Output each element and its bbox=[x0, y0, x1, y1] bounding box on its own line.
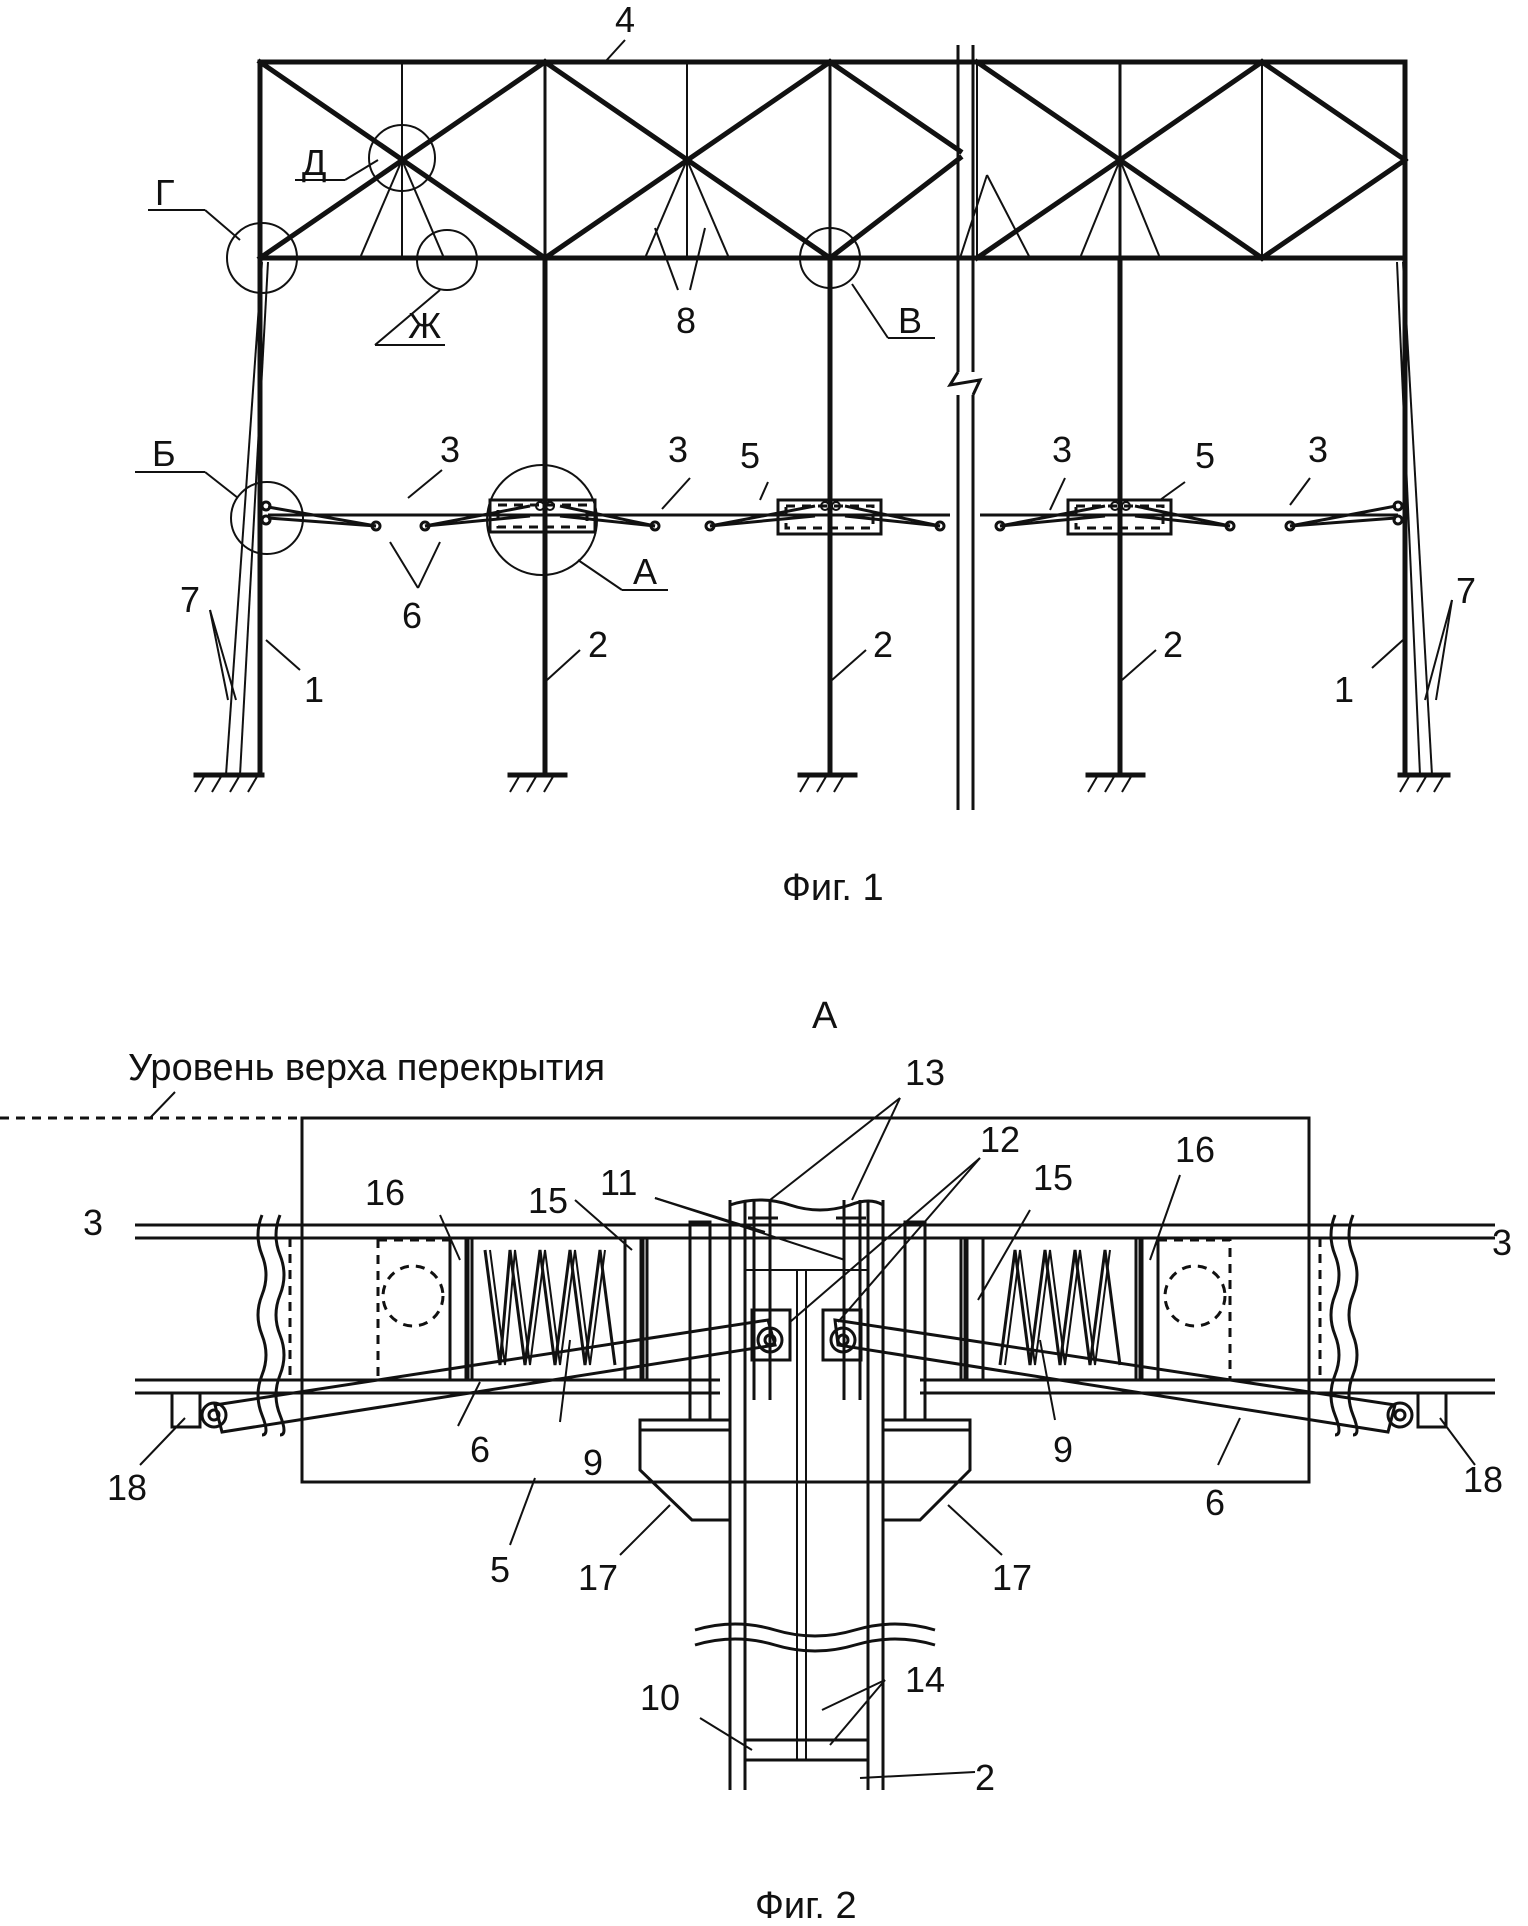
label-15-right: 15 bbox=[1033, 1157, 1073, 1198]
label-10: 10 bbox=[640, 1677, 680, 1718]
label-13: 13 bbox=[905, 1052, 945, 1093]
beams-3 bbox=[135, 1214, 1495, 1437]
label-2a: 2 bbox=[588, 624, 608, 665]
truss-4 bbox=[256, 58, 1409, 262]
rods-6-fig2 bbox=[170, 1308, 1448, 1434]
label-5a: 5 bbox=[740, 435, 760, 476]
label-3a: 3 bbox=[440, 429, 460, 470]
brackets-17 bbox=[638, 1418, 972, 1522]
label-2: 2 bbox=[975, 1757, 995, 1798]
detail-circles bbox=[226, 124, 861, 576]
label-b: Б bbox=[152, 433, 176, 474]
label-16-right: 16 bbox=[1175, 1129, 1215, 1170]
label-17-left: 17 bbox=[578, 1557, 618, 1598]
detail-circle-a bbox=[486, 464, 598, 576]
label-7-left: 7 bbox=[180, 579, 200, 620]
label-3d: 3 bbox=[1308, 429, 1328, 470]
leader-lines bbox=[135, 39, 1453, 701]
label-18-left: 18 bbox=[107, 1467, 147, 1508]
figure-2-caption: Фиг. 2 bbox=[755, 1885, 857, 1926]
label-v: В bbox=[898, 300, 922, 341]
left-damper-unit bbox=[376, 1236, 649, 1382]
label-2c: 2 bbox=[1163, 624, 1183, 665]
label-9-left: 9 bbox=[583, 1442, 603, 1483]
label-18-right: 18 bbox=[1463, 1459, 1503, 1500]
figure-1-labels: 4 Д Г Ж 8 В Б 3 3 5 3 5 3 А 6 7 1 2 2 2 … bbox=[152, 0, 1476, 710]
label-zh: Ж bbox=[408, 305, 441, 346]
figure-1: 4 Д Г Ж 8 В Б 3 3 5 3 5 3 А 6 7 1 2 2 2 … bbox=[135, 0, 1476, 909]
right-damper-unit bbox=[959, 1236, 1232, 1382]
detail-circle-b bbox=[230, 481, 304, 555]
label-5: 5 bbox=[490, 1549, 510, 1590]
label-6-right: 6 bbox=[1205, 1482, 1225, 1523]
label-11: 11 bbox=[600, 1162, 637, 1203]
label-3-left: 3 bbox=[83, 1202, 103, 1243]
detail-circle-d bbox=[368, 124, 436, 192]
label-9-right: 9 bbox=[1053, 1429, 1073, 1470]
break-line bbox=[946, 45, 983, 810]
column-2 bbox=[688, 1198, 936, 1790]
figure-2-labels: 13 12 16 16 15 15 11 3 3 6 9 9 6 18 18 5… bbox=[83, 1052, 1512, 1798]
label-6: 6 bbox=[402, 595, 422, 636]
label-14: 14 bbox=[905, 1659, 945, 1700]
detail-circle-v bbox=[799, 227, 861, 289]
floor-level-text: Уровень верха перекрытия bbox=[128, 1047, 605, 1089]
label-12: 12 bbox=[980, 1119, 1020, 1160]
label-16-left: 16 bbox=[365, 1172, 405, 1213]
label-d: Д bbox=[302, 142, 326, 183]
fig2-leaders bbox=[139, 1097, 1476, 1779]
label-8: 8 bbox=[676, 300, 696, 341]
label-7-right: 7 bbox=[1456, 570, 1476, 611]
label-a: А bbox=[633, 551, 657, 592]
label-6-left: 6 bbox=[470, 1429, 490, 1470]
rods-6 bbox=[260, 500, 1404, 532]
detail-circle-g bbox=[226, 222, 298, 294]
figure-1-caption: Фиг. 1 bbox=[782, 867, 884, 909]
label-1-right: 1 bbox=[1334, 669, 1354, 710]
figure-2: А Уровень верха перекрытия bbox=[0, 995, 1512, 1926]
detail-circle-zh bbox=[416, 229, 478, 291]
label-3b: 3 bbox=[668, 429, 688, 470]
label-17-right: 17 bbox=[992, 1557, 1032, 1598]
label-2b: 2 bbox=[873, 624, 893, 665]
label-15-left: 15 bbox=[528, 1180, 568, 1221]
label-4: 4 bbox=[615, 0, 635, 40]
label-1-left: 1 bbox=[304, 669, 324, 710]
label-5b: 5 bbox=[1195, 435, 1215, 476]
label-3c: 3 bbox=[1052, 429, 1072, 470]
nodes-5 bbox=[488, 498, 1173, 536]
label-3-right: 3 bbox=[1492, 1222, 1512, 1263]
view-title-a: А bbox=[812, 995, 838, 1037]
label-g: Г bbox=[155, 172, 175, 213]
ground-supports bbox=[193, 772, 1451, 793]
